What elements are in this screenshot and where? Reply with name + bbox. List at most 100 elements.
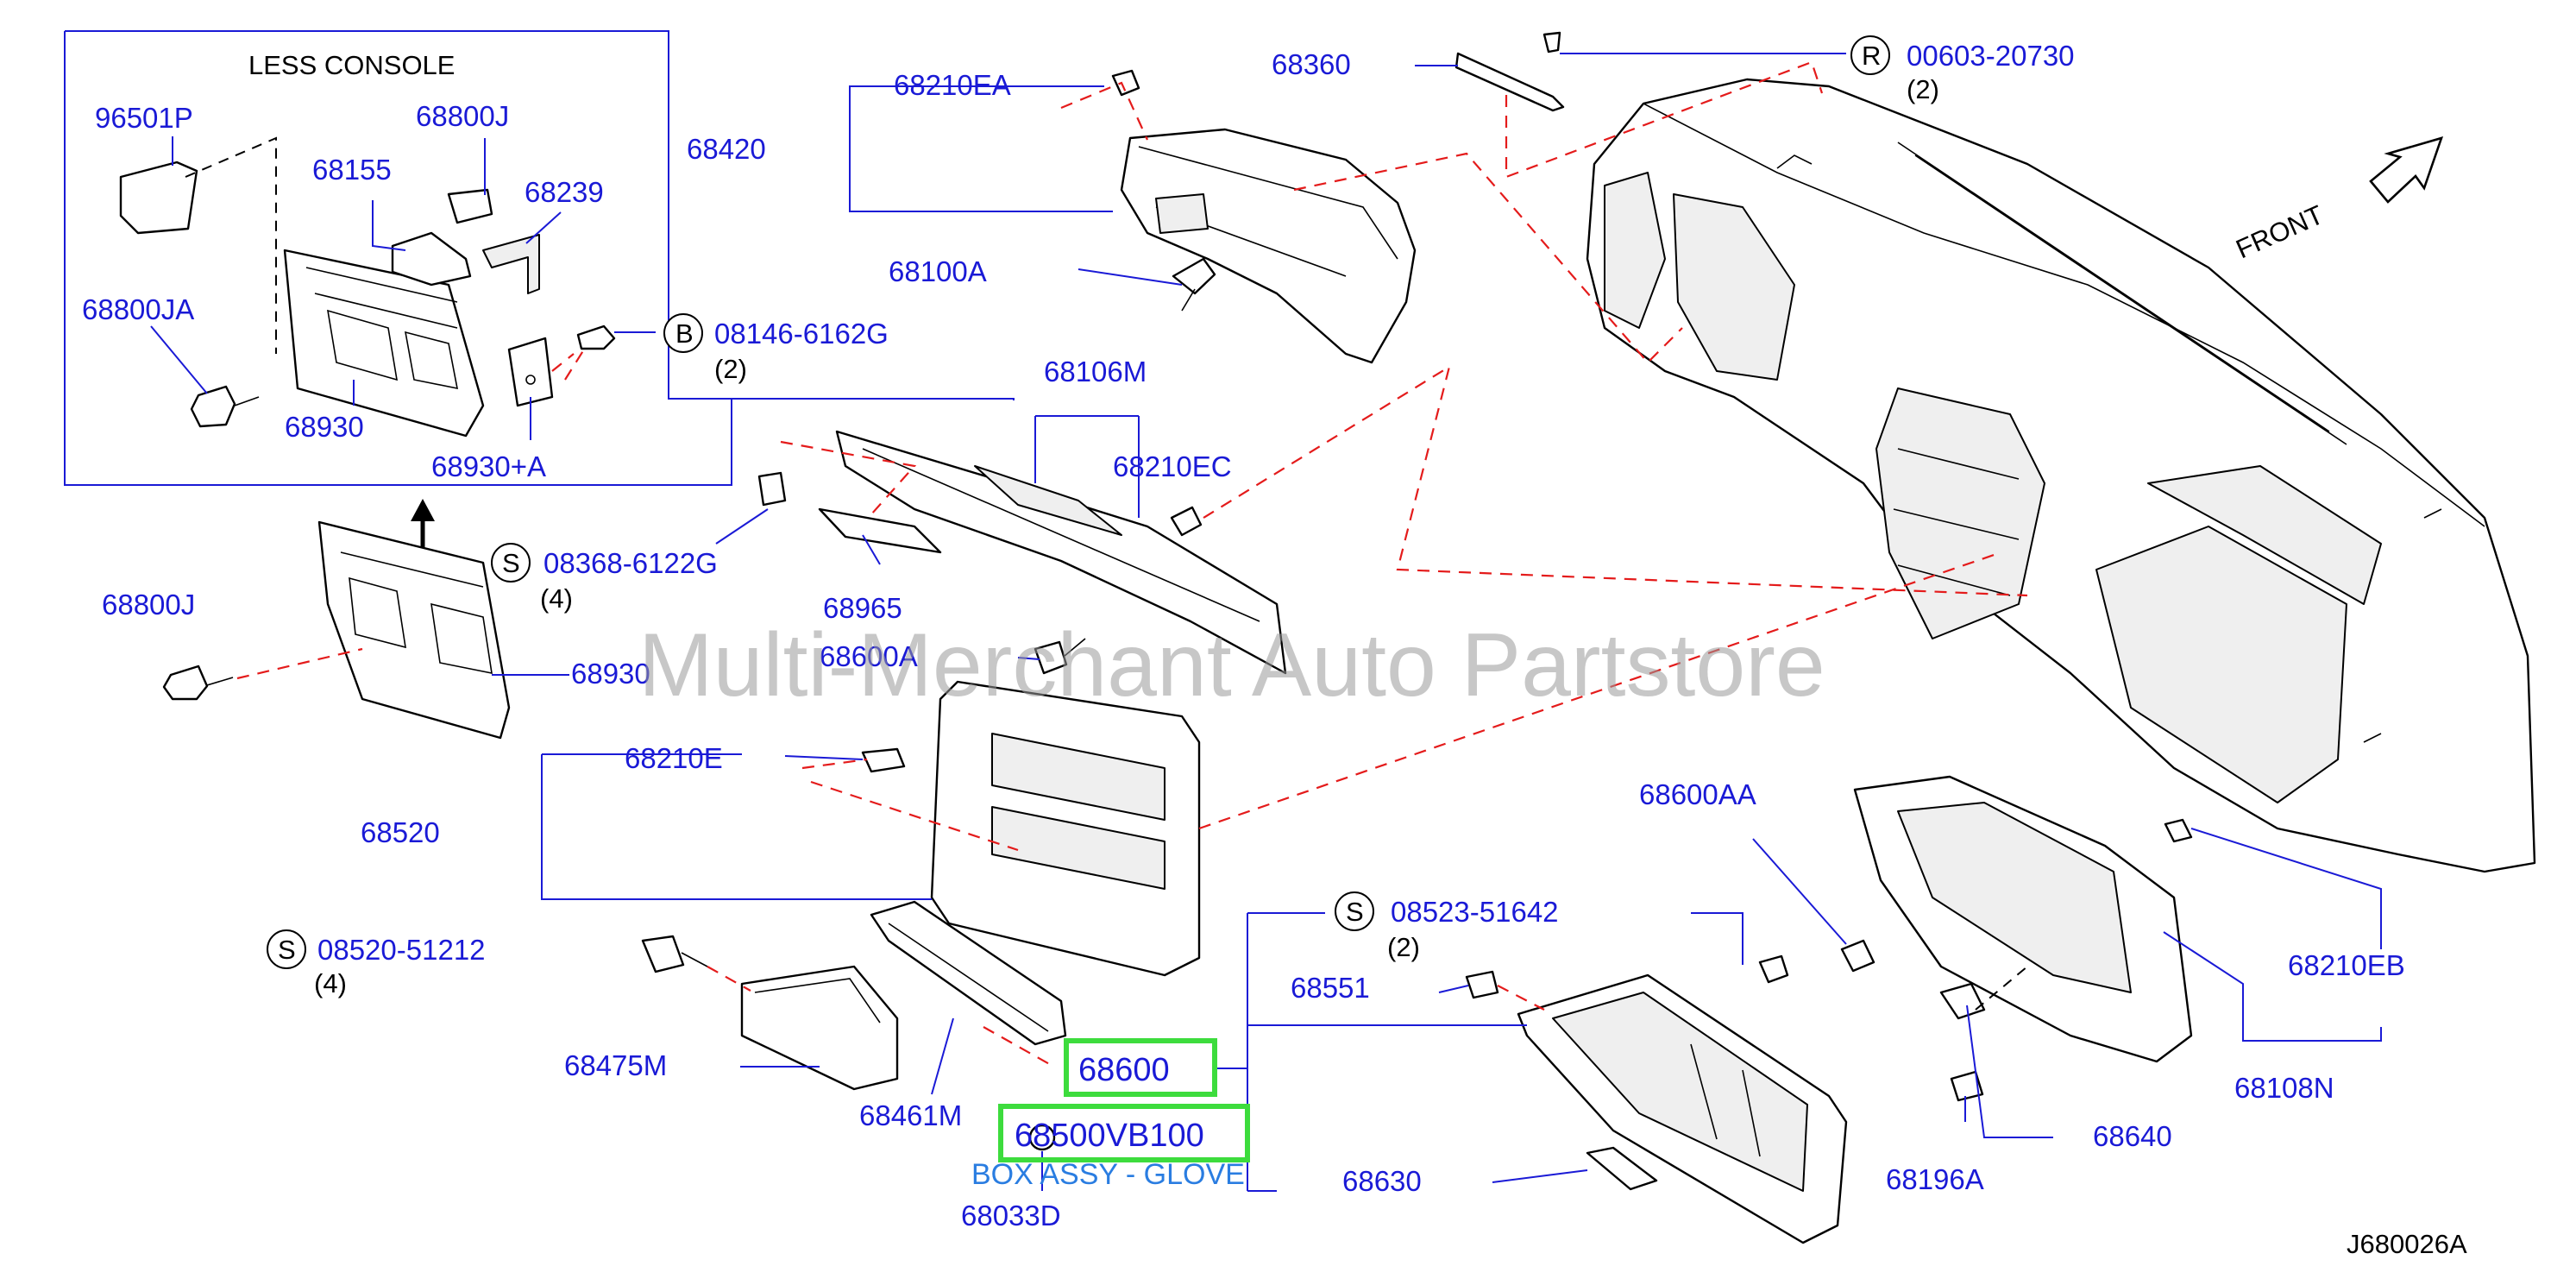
- label-68108n[interactable]: 68108N: [2234, 1072, 2334, 1104]
- label-68520[interactable]: 68520: [361, 816, 440, 848]
- label-68800j-inset[interactable]: 68800J: [416, 100, 509, 132]
- callout-b-circle: [663, 313, 703, 353]
- callout-s2-number[interactable]: 08520-51212: [317, 934, 486, 966]
- label-68640[interactable]: 68640: [2093, 1120, 2172, 1152]
- bumper-68033d-shape: [1028, 1124, 1056, 1151]
- callout-s3-number[interactable]: 08523-51642: [1391, 896, 1559, 928]
- dash-68551: [1497, 985, 1545, 1011]
- label-68033d[interactable]: 68033D: [961, 1200, 1061, 1231]
- leader-68461m: [931, 1017, 954, 1095]
- label-68210ea[interactable]: 68210EA: [894, 69, 1011, 101]
- callout-s3-circle: [1335, 891, 1374, 931]
- callout-s1-number[interactable]: 08368-6122G: [543, 547, 718, 579]
- defrost-vent: [1897, 142, 2347, 445]
- dash-68360: [1505, 60, 1824, 179]
- label-96501p[interactable]: 96501P: [95, 102, 193, 134]
- label-68551[interactable]: 68551: [1291, 972, 1370, 1004]
- diagram-code: J680026A: [2347, 1229, 2467, 1259]
- dash-68640: [1975, 966, 2028, 1011]
- leader-68640: [1966, 1005, 2053, 1138]
- dash-68210ea: [1060, 81, 1149, 141]
- label-68360[interactable]: 68360: [1272, 48, 1351, 80]
- label-68800j[interactable]: 68800J: [102, 589, 195, 620]
- pocket-68475m-shape: [740, 965, 899, 1091]
- bracket-68930-detail: [340, 551, 493, 675]
- dash-68800j: [236, 647, 363, 680]
- dash-details: [1776, 154, 2442, 743]
- dash-glove-opening: [2095, 526, 2347, 803]
- clip-68155-shape: [391, 231, 472, 287]
- plate-hole: [525, 375, 536, 385]
- inset-dash-b: [551, 344, 587, 381]
- label-68475m[interactable]: 68475M: [564, 1049, 667, 1081]
- bezel-68520-slot2: [991, 806, 1165, 890]
- part-68600: [1028, 954, 1848, 1244]
- dash-68520-to-dash: [1198, 551, 2002, 830]
- label-68630[interactable]: 68630: [1342, 1165, 1422, 1197]
- dash-s2: [707, 966, 751, 992]
- part-68930: [162, 520, 511, 740]
- callout-s1-circle: [491, 543, 531, 583]
- screw-s3-shape: [1758, 954, 1789, 984]
- bolt-s1-shape: [757, 471, 787, 507]
- leader-68600: [1215, 912, 1527, 1192]
- dash-left-vent: [1604, 172, 1666, 329]
- screw-68600a-head: [1034, 640, 1068, 675]
- label-68155[interactable]: 68155: [312, 154, 392, 186]
- leader-68155: [372, 200, 406, 251]
- bracket-68108n-inner: [1897, 802, 2132, 993]
- inset-less-console: LESS CONSOLE 96501P 68800J 68155 68239 6…: [64, 30, 1015, 486]
- screw-68196a-shape: [1950, 1070, 1984, 1102]
- callout-s2: S 08520-51212 (4): [267, 929, 486, 998]
- dash-s1: [780, 440, 917, 515]
- inset-guide: [185, 136, 277, 354]
- label-68965[interactable]: 68965: [823, 592, 902, 624]
- bezel-68520-slot1: [991, 733, 1165, 821]
- bracket-68239-shape: [482, 234, 540, 294]
- label-68210ec[interactable]: 68210EC: [1113, 450, 1232, 482]
- highlight-68600-label[interactable]: 68600: [1078, 1052, 1170, 1088]
- highlight-68600-box: [1064, 1038, 1217, 1097]
- strip-68965-shape: [818, 507, 942, 554]
- label-68210e[interactable]: 68210E: [625, 742, 723, 774]
- leader-68210e: [784, 755, 864, 760]
- label-68106m[interactable]: 68106M: [1044, 356, 1147, 387]
- label-68600aa[interactable]: 68600AA: [1639, 778, 1756, 810]
- inset-border: [64, 30, 1015, 486]
- label-68930-inset[interactable]: 68930: [285, 411, 364, 443]
- screw-68800j-shaft: [206, 677, 234, 686]
- label-68600a[interactable]: 68600A: [820, 640, 918, 672]
- label-68100a[interactable]: 68100A: [889, 255, 987, 287]
- callout-s3-qty: (2): [1387, 932, 1420, 962]
- callout-b-number[interactable]: 08146-6162G: [714, 318, 889, 350]
- highlight-glove-box: 68600 68500VB100 BOX ASSY - GLOVE: [971, 1038, 1250, 1191]
- callout-r-number[interactable]: 00603-20730: [1907, 40, 2075, 72]
- label-68196a[interactable]: 68196A: [1886, 1163, 1984, 1195]
- part-68108n: [1840, 775, 2193, 1102]
- dash-center-stack: [1875, 387, 2045, 639]
- dash-upper-tray: [2147, 465, 2382, 605]
- dash-cluster-hood: [1673, 193, 1795, 381]
- label-68800ja[interactable]: 68800JA: [82, 293, 194, 325]
- leader-68420: [849, 85, 1113, 212]
- label-68420[interactable]: 68420: [687, 133, 766, 165]
- label-68210eb[interactable]: 68210EB: [2288, 949, 2405, 981]
- leader-68551: [1438, 985, 1469, 993]
- dash-68420-to-dash: [1293, 152, 1683, 364]
- label-68930a[interactable]: 68930+A: [431, 450, 546, 482]
- plate-68360-shape: [1454, 52, 1565, 112]
- leader-68600a: [1017, 657, 1040, 660]
- label-68239[interactable]: 68239: [525, 176, 604, 208]
- label-68461m[interactable]: 68461M: [859, 1099, 962, 1131]
- dash-68461m: [983, 1026, 1053, 1067]
- label-68930[interactable]: 68930: [571, 658, 650, 690]
- striker-68630-shape: [1586, 1146, 1658, 1191]
- leader-68520: [541, 753, 932, 900]
- highlight-part-number[interactable]: 68500VB100: [1015, 1118, 1204, 1154]
- part-68520: [861, 680, 1201, 977]
- bolt-b-shape: [576, 324, 616, 350]
- screw-s2-shape: [641, 935, 685, 973]
- leader-68100a: [1078, 268, 1183, 286]
